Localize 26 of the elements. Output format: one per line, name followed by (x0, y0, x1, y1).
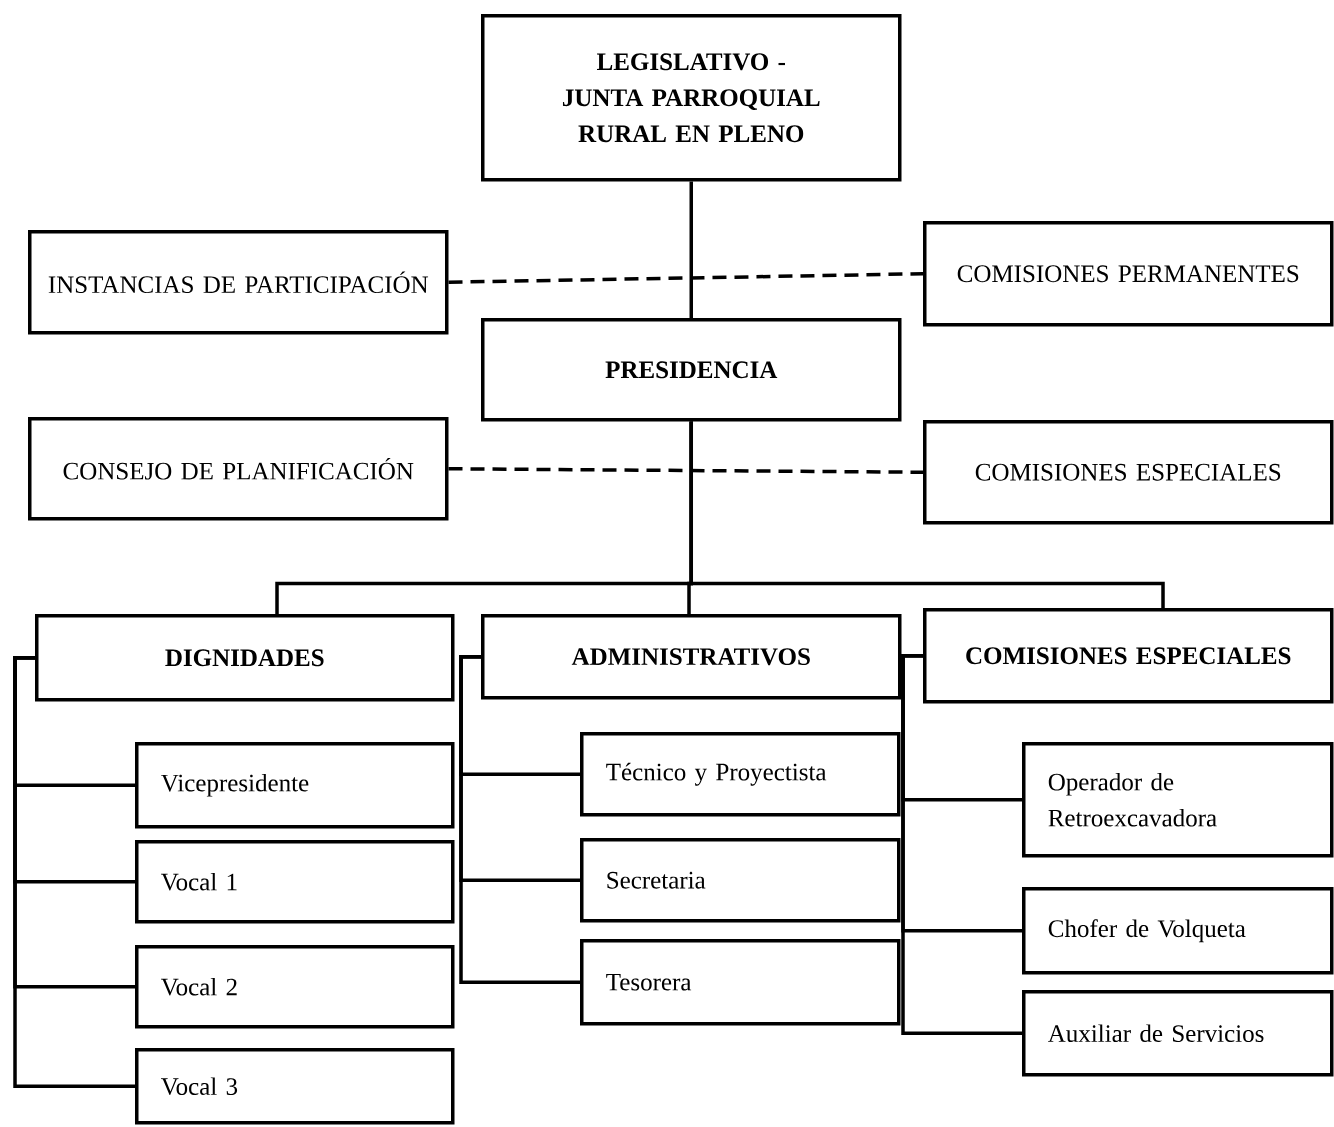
org-box: Vocal 1 (135, 840, 455, 924)
org-box: COMISIONES PERMANENTES (923, 221, 1334, 327)
connector-line (13, 656, 135, 1088)
connector-line (689, 181, 693, 318)
org-box: INSTANCIAS DE PARTICIPACIÓN (28, 230, 449, 335)
org-box: ADMINISTRATIVOS (481, 614, 902, 700)
org-box: Chofer de Volqueta (1022, 887, 1334, 975)
org-box: PRESIDENCIA (481, 318, 902, 422)
org-box: Auxiliar de Servicios (1022, 990, 1334, 1077)
org-box: Técnico y Proyectista (580, 732, 901, 817)
org-box: Vocal 2 (135, 945, 455, 1029)
org-box: Secretaria (580, 838, 901, 923)
connector-line (689, 421, 1165, 608)
org-box: CONSEJO DE PLANIFICACIÓN (28, 417, 449, 521)
org-box: Tesorera (580, 939, 901, 1026)
org-box: COMISIONES ESPECIALES (923, 608, 1334, 704)
org-box: DIGNIDADES (35, 614, 455, 702)
org-box: LEGISLATIVO - JUNTA PARROQUIAL RURAL EN PLENO (481, 14, 902, 182)
org-box: Operador de Retroexcavadora (1022, 742, 1334, 858)
connector-line (459, 655, 580, 984)
org-box: Vicepresidente (135, 742, 455, 829)
dashed-line (448, 467, 924, 474)
dashed-line (448, 272, 924, 284)
org-box: COMISIONES ESPECIALES (923, 420, 1334, 525)
org-box: Vocal 3 (135, 1048, 455, 1125)
connector-line (901, 654, 1022, 1035)
